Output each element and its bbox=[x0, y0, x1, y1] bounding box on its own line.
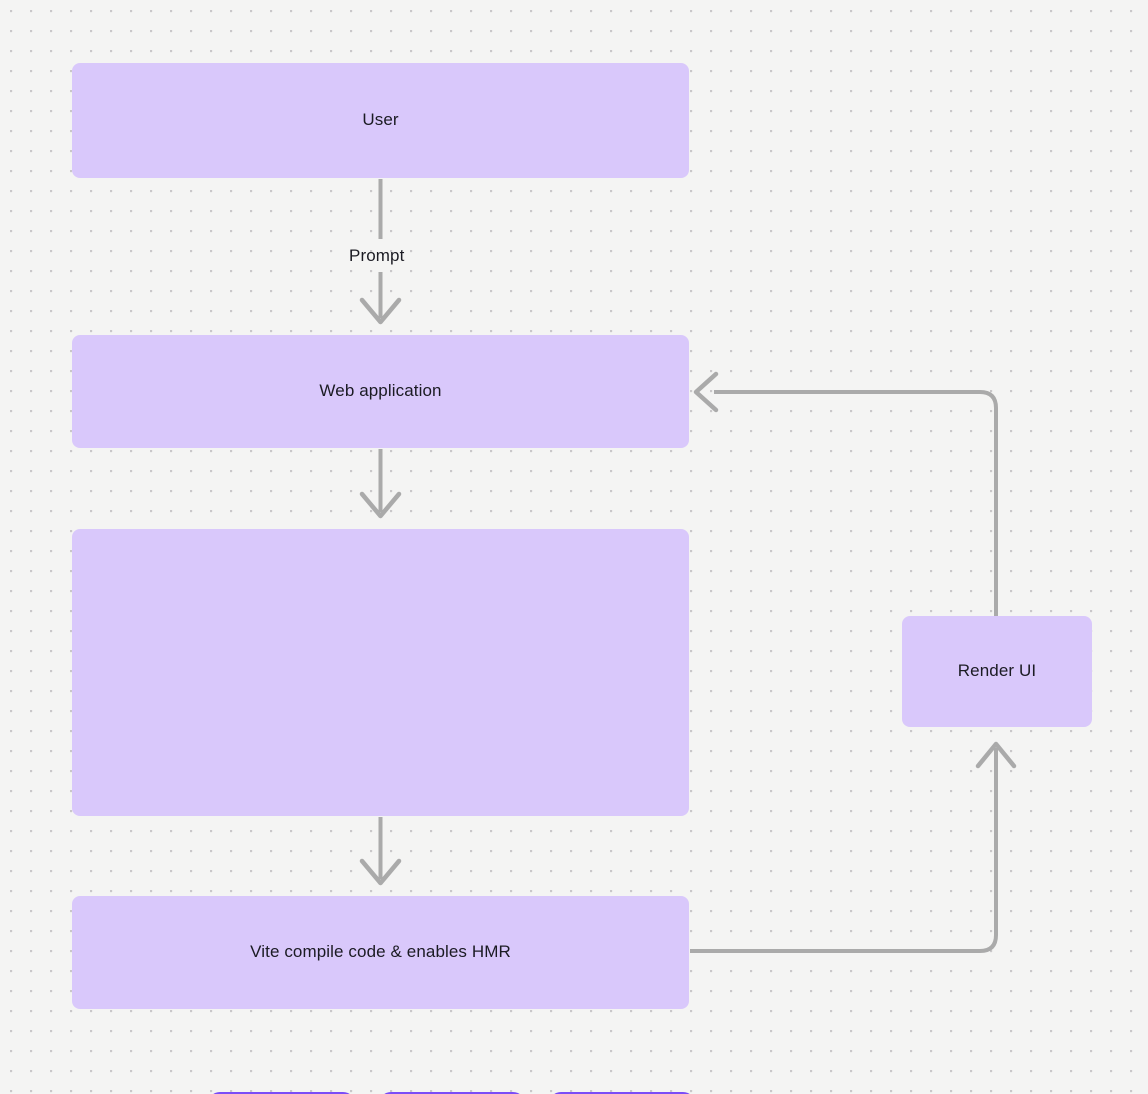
node-render-ui-label: Render UI bbox=[957, 661, 1037, 681]
node-web-application[interactable]: Web application bbox=[72, 335, 689, 448]
node-user-label: User bbox=[362, 110, 399, 130]
node-javascript[interactable]: Javascript = Interactivity bbox=[549, 1092, 695, 1094]
node-web-application-label: Web application bbox=[319, 381, 442, 401]
node-vite-label: Vite compile code & enables HMR bbox=[250, 942, 511, 962]
edge-webapp-to-components bbox=[359, 449, 402, 519]
node-components-container[interactable]: HTML = structure CSS = Styles & Layouts … bbox=[72, 529, 695, 1094]
node-vite[interactable]: Vite compile code & enables HMR bbox=[72, 896, 689, 1009]
edge-components-to-vite bbox=[359, 817, 402, 886]
edge-vite-to-render bbox=[690, 741, 1017, 953]
node-render-ui[interactable]: Render UI bbox=[902, 616, 1092, 727]
edge-render-to-webapp bbox=[693, 371, 998, 616]
node-css[interactable]: CSS = Styles & Layouts bbox=[379, 1092, 525, 1094]
edge-label-prompt: Prompt bbox=[349, 246, 405, 265]
node-html[interactable]: HTML = structure bbox=[208, 1092, 355, 1094]
node-user[interactable]: User bbox=[72, 63, 689, 178]
